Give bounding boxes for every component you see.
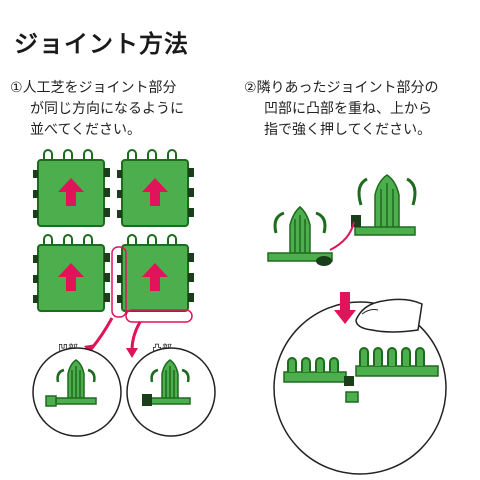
tile-bottom-right [116, 234, 195, 312]
step-2-line-2: 凹部に凸部を重ね、上から [264, 101, 432, 117]
concave-highlight [111, 246, 127, 318]
step-1-number: ① [10, 80, 23, 96]
step-2-joint-rails [283, 347, 439, 403]
step-2-clip-right [351, 174, 417, 236]
step-1-line-2: が同じ方向になるように [30, 101, 184, 117]
tile-bottom-left [32, 234, 111, 312]
step-2-clip-left [267, 206, 333, 266]
convex-clip-illustration [142, 358, 192, 406]
page-title: ジョイント方法 [14, 30, 189, 58]
step-2-instructions: ②隣りあったジョイント部分の 凹部に凸部を重ね、上から 指で強く押してください。 [244, 78, 480, 141]
step-2-detail-circle [273, 301, 447, 475]
step-2-line-1: 隣りあったジョイント部分の [256, 80, 439, 96]
step-1-line-1: 人工芝をジョイント部分 [22, 80, 177, 96]
step-2-number: ② [244, 80, 257, 96]
step-1-instructions: ①人工芝をジョイント部分 が同じ方向になるように 並べてください。 [10, 78, 230, 141]
concave-clip-illustration [45, 358, 98, 407]
step-2-line-3: 指で強く押してください。 [264, 122, 432, 138]
concave-arrow [90, 317, 114, 349]
finger-illustration [355, 298, 423, 333]
tile-top-right [116, 149, 195, 227]
tile-top-left [32, 149, 111, 227]
step-2-connector [329, 221, 355, 251]
step-1-line-3: 並べてください。 [30, 122, 142, 138]
convex-highlight [125, 309, 193, 323]
convex-arrow [130, 321, 142, 351]
press-arrow [334, 292, 356, 324]
